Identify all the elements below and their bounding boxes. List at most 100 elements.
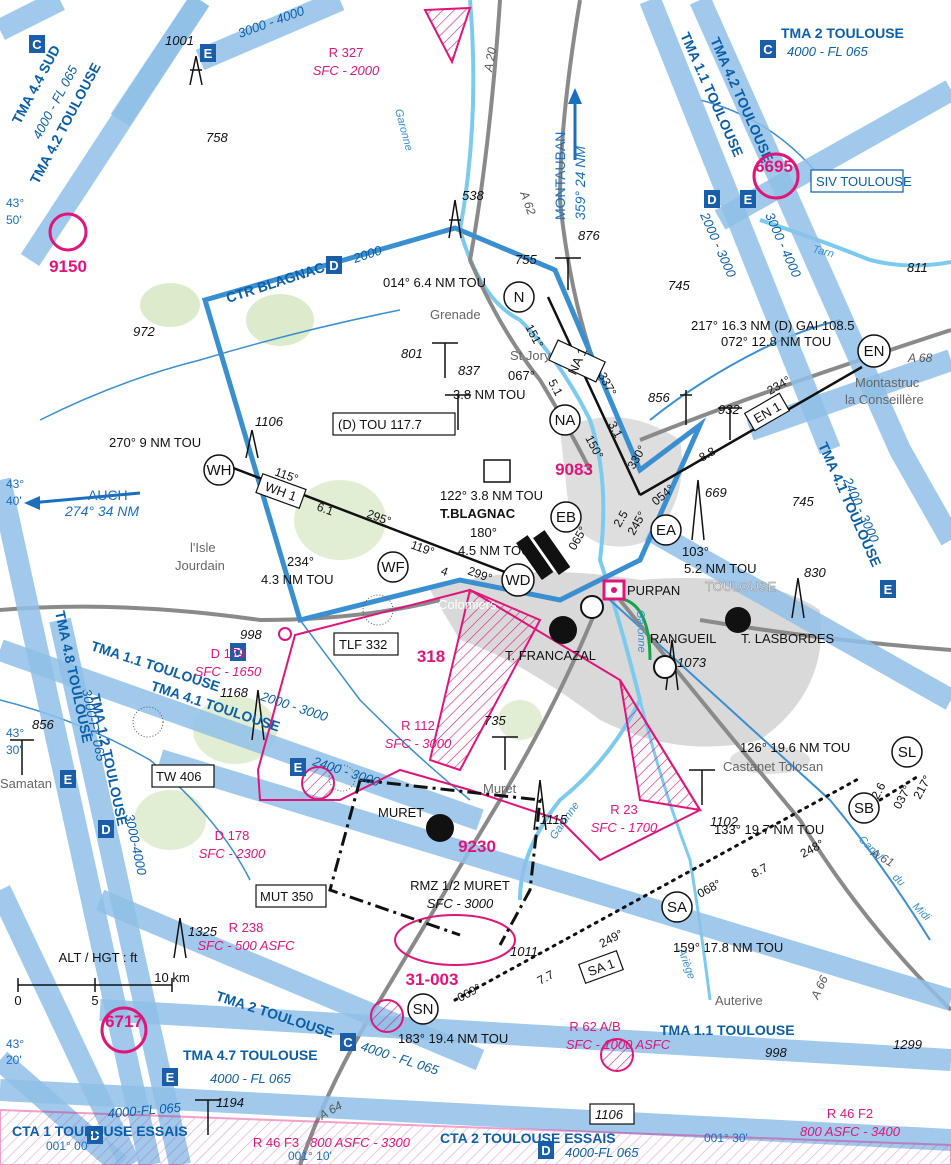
svg-text:C: C <box>32 37 42 52</box>
elev-17: 998 <box>240 627 262 642</box>
river-tarn: Tarn <box>811 243 835 260</box>
d179-limits: SFC - 1650 <box>195 664 262 679</box>
svg-text:D: D <box>233 645 242 660</box>
brg-n: 014° 6.4 NM TOU <box>383 275 486 290</box>
r46f3-limits: 800 ASFC - 3300 <box>310 1135 411 1150</box>
af-purpan: PURPAN <box>627 583 680 598</box>
brg-wd-2: 4.5 NM TOU <box>458 543 530 558</box>
waypoint-ea <box>650 514 682 546</box>
brg-en-2: 072° 12.8 NM TOU <box>721 334 831 349</box>
svg-text:D: D <box>707 192 716 207</box>
wp-label-en: EN <box>864 343 885 360</box>
label-1106-box: 1106 <box>595 1107 624 1122</box>
waypoint-sa <box>661 891 693 923</box>
trk-22: 249° <box>597 927 626 951</box>
af-francazal: T. FRANCAZAL <box>505 648 596 663</box>
elev-6: 745 <box>668 278 690 293</box>
trk-24: 069° <box>455 981 484 1005</box>
brg-na-2: 3.8 NM TOU <box>453 387 525 402</box>
num-31003: 31-003 <box>406 970 459 989</box>
elev-27: 998 <box>765 1045 787 1060</box>
elev-10: 837 <box>458 363 480 378</box>
waypoint-n <box>503 281 535 313</box>
label-tou-vor: (D) TOU 117.7 <box>338 417 422 432</box>
num-9083: 9083 <box>555 460 593 479</box>
r238-limits: SFC - 500 ASFC <box>197 938 295 953</box>
svg-text:D: D <box>541 1143 550 1158</box>
river-midi: Midi <box>910 901 933 924</box>
num-6695: 6695 <box>755 157 793 176</box>
elev-11: 1106 <box>255 414 284 429</box>
num-318: 318 <box>417 647 445 666</box>
svg-text:E: E <box>166 1070 175 1085</box>
town-auterive: Auterive <box>715 993 763 1008</box>
tma47-alt: 4000 - FL 065 <box>210 1071 291 1086</box>
restricted-labels: R 327 SFC - 2000 D 179 SFC - 1650 R 112 … <box>195 45 901 1150</box>
magenta-numbers: 9150 6695 9083 318 9230 31-003 6717 <box>49 157 793 1031</box>
waypoint-en <box>857 334 891 368</box>
wp-label-wh: WH <box>207 462 232 479</box>
waypoint-labels: N NA EB EA EN WH WF WD SL SB SA SN <box>207 289 917 1018</box>
elev-18: 1168 <box>220 685 249 700</box>
brg-en-1: 217° 16.3 NM (D) GAI 108.5 <box>691 318 854 333</box>
elev-15: 745 <box>792 494 814 509</box>
river-garonne-c: Garonne <box>634 610 647 653</box>
restricted-areas <box>0 6 951 1165</box>
scale-bar: ALT / HGT : ft 0 5 10 km <box>14 950 189 1008</box>
elev-20: 735 <box>484 713 506 728</box>
rmz-limits: SFC - 3000 <box>427 896 494 911</box>
wp-label-eb: EB <box>556 509 576 526</box>
cta1-alt: 4000-FL 065 <box>107 1100 182 1121</box>
r46f3-name: R 46 F3 <box>253 1135 299 1150</box>
river-du: du <box>890 872 907 889</box>
svg-text:E: E <box>294 760 303 775</box>
elev-25: 1073 <box>677 655 707 670</box>
trk-14: 4 <box>439 564 450 580</box>
brg-sl: 126° 19.6 NM TOU <box>740 740 850 755</box>
r46f2-limits: 800 ASFC - 3400 <box>800 1124 901 1139</box>
dir-montauban: MONTAUBAN <box>552 132 568 220</box>
label-tw: TW 406 <box>156 769 202 784</box>
brg-sn: 183° 19.4 NM TOU <box>398 1031 508 1046</box>
wp-label-ea: EA <box>656 522 676 539</box>
coord-4330-min: 30' <box>6 743 22 757</box>
waypoint-na <box>549 404 581 436</box>
town-montastruc: Montastruc <box>855 375 920 390</box>
wp-label-sn: SN <box>413 1001 434 1018</box>
trk-23: 7.7 <box>535 967 557 987</box>
wp-label-wd: WD <box>506 572 531 589</box>
tma11s-name: TMA 1.1 TOULOUSE <box>660 1022 795 1038</box>
town-stjory: St Jory <box>510 348 551 363</box>
box-frames <box>151 169 904 1125</box>
brg-wh: 270° 9 NM TOU <box>109 435 201 450</box>
elev-2: 758 <box>206 130 228 145</box>
coordinate-labels: 43° 50' 43° 40' 43° 30' 43° 20' 001° 00'… <box>6 196 748 1163</box>
d179-name: D 179 <box>211 646 246 661</box>
town-toulouse: TOULOUSE <box>705 579 777 594</box>
airfield-symbols <box>426 459 751 842</box>
elev-4: 876 <box>578 228 600 243</box>
dir-montauban-brg: 359° 24 NM <box>572 146 588 220</box>
svg-text:D: D <box>101 822 110 837</box>
brg-wf-1: 234° <box>287 554 314 569</box>
town-labels: Grenade St Jory Montastruc la Conseillèr… <box>0 307 924 1008</box>
r46f2-name: R 46 F2 <box>827 1106 873 1121</box>
beacons <box>132 594 394 792</box>
scale-title: ALT / HGT : ft <box>59 950 138 965</box>
coord-00130: 001° 30' <box>704 1131 748 1145</box>
elevation-labels: 1001 758 538 876 755 745 811 972 801 837… <box>32 33 928 1110</box>
af-muret: MURET <box>378 805 424 820</box>
airfield-labels: T.BLAGNAC T. FRANCAZAL T. LASBORDES MURE… <box>378 506 835 820</box>
coord-4340-min: 40' <box>6 494 22 508</box>
svg-text:E: E <box>64 772 73 787</box>
scale-0: 0 <box>14 993 21 1008</box>
scale-5: 5 <box>91 993 98 1008</box>
brg-eb-1: 122° 3.8 NM TOU <box>440 488 543 503</box>
scale-10: 10 km <box>154 970 189 985</box>
elev-22: 1102 <box>710 814 739 829</box>
brg-ea-2: 5.2 NM TOU <box>684 561 756 576</box>
label-mut: MUT 350 <box>260 889 313 904</box>
waypoint-markers <box>203 281 923 1025</box>
brg-ea-1: 103° <box>682 544 709 559</box>
